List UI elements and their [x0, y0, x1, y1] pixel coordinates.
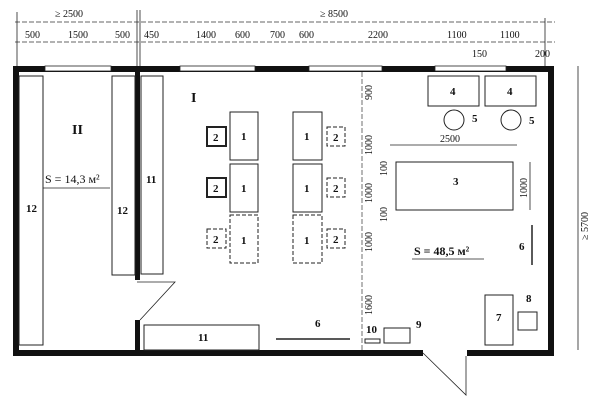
room-ii-numeral: II: [72, 123, 83, 138]
label: 9: [416, 319, 422, 331]
room-ii-area: S = 14,3 м²: [45, 172, 100, 186]
room-i-numeral: I: [191, 91, 196, 106]
dim-left-total: ≥ 2500: [55, 9, 83, 20]
label: 2: [213, 234, 219, 246]
top-dimensions: ≥ 2500 ≥ 8500 500 1500 500 450 1400 600 …: [15, 9, 555, 66]
dim-2500: 2500: [440, 134, 460, 145]
label: 1: [241, 131, 247, 143]
dim-right-total: ≥ 8500: [320, 9, 348, 20]
dim-1000: 1000: [519, 178, 530, 198]
label: 8: [526, 293, 532, 305]
dim: 100: [379, 207, 390, 222]
room-i-area: S = 48,5 м²: [414, 244, 470, 258]
label: 10: [366, 324, 378, 336]
dim-height: ≥ 5700: [580, 212, 591, 240]
dim: 1000: [364, 183, 375, 203]
inner-door: [137, 281, 176, 321]
label: 11: [146, 174, 156, 186]
box-7: [484, 294, 514, 346]
rack-12-left: [18, 75, 44, 346]
dim: 1100: [500, 30, 520, 41]
label: 4: [450, 86, 456, 98]
dim: 1000: [364, 135, 375, 155]
dim: 900: [364, 85, 375, 100]
label: 2: [333, 132, 339, 144]
dim: 2200: [368, 30, 388, 41]
dim: 1100: [447, 30, 467, 41]
item-10: [364, 338, 381, 344]
dim: 450: [144, 30, 159, 41]
sink-9: [383, 327, 411, 344]
label: 1: [304, 235, 310, 247]
label: 6: [519, 241, 525, 253]
dim-small-b: 200: [535, 49, 550, 60]
label: 2: [333, 183, 339, 195]
shelf-11-bottom: [143, 324, 260, 351]
entrance-door: [422, 352, 467, 396]
label: 2: [213, 183, 219, 195]
label: 4: [507, 86, 513, 98]
dim: 1500: [68, 30, 88, 41]
label: 6: [315, 318, 321, 330]
label: 5: [529, 115, 535, 127]
label: 11: [198, 332, 208, 344]
label: 1: [304, 183, 310, 195]
label: 1: [304, 131, 310, 143]
dim-small-a: 150: [472, 49, 487, 60]
dim: 600: [299, 30, 314, 41]
label: 12: [117, 205, 129, 217]
box-8: [517, 311, 538, 331]
dim: 700: [270, 30, 285, 41]
shelf-11: [140, 75, 164, 275]
circle-5: [443, 109, 465, 131]
circle-5: [500, 109, 522, 131]
dim: 1600: [364, 295, 375, 315]
rack-12-right: [111, 75, 136, 276]
label: 1: [241, 183, 247, 195]
label: 2: [333, 234, 339, 246]
dim: 1400: [196, 30, 216, 41]
student-tables: 1 1 1 1 1 1 2 2 2 2 2 2: [206, 111, 346, 264]
label: 3: [453, 176, 459, 188]
label: 2: [213, 132, 219, 144]
dim: 100: [379, 161, 390, 176]
label: 7: [496, 312, 502, 324]
walls: [13, 65, 554, 356]
dim: 500: [25, 30, 40, 41]
big-table-3: [395, 161, 514, 211]
label: 1: [241, 235, 247, 247]
dim: 1000: [364, 232, 375, 252]
cabinet-4: [427, 75, 480, 107]
label: 5: [472, 113, 478, 125]
dim: 600: [235, 30, 250, 41]
dim: 500: [115, 30, 130, 41]
cabinet-4: [484, 75, 537, 107]
label: 12: [26, 203, 38, 215]
